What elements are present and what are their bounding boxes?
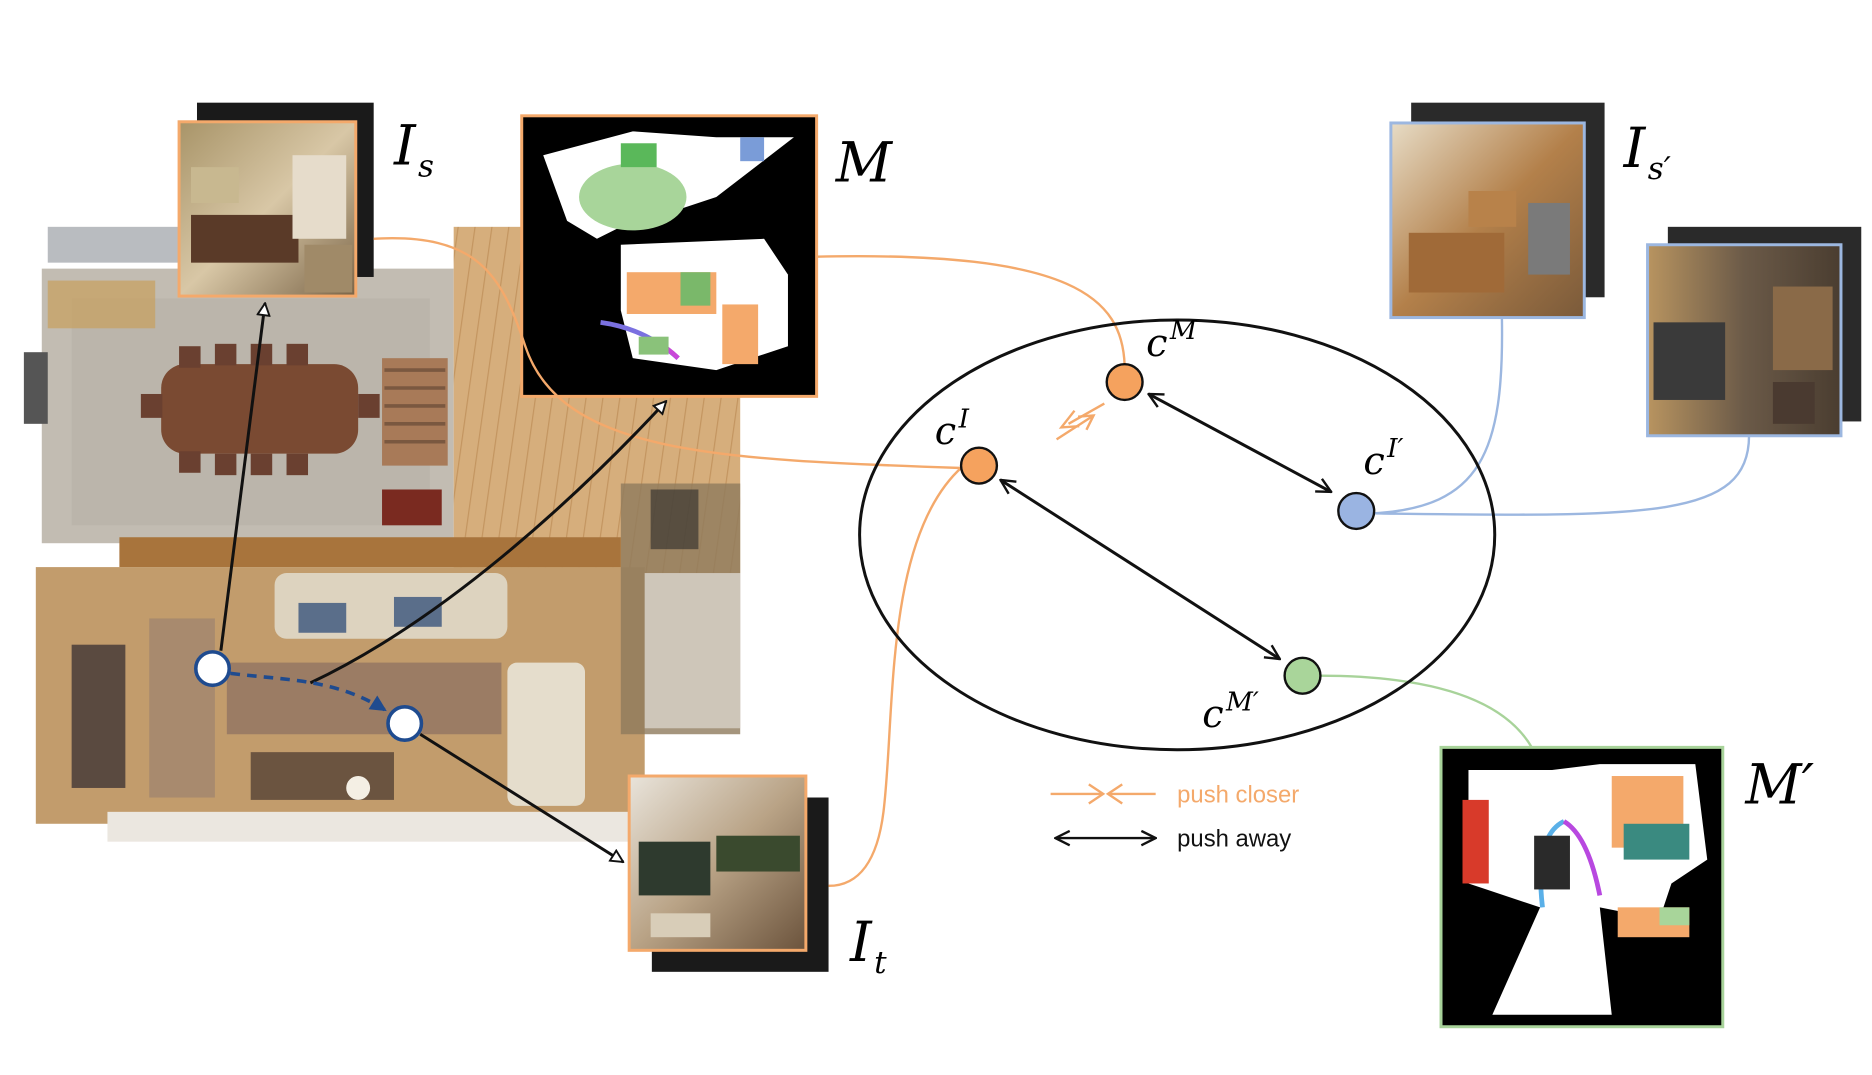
legend-push-closer-label: push closer [1177, 781, 1299, 808]
i-t-image [627, 774, 829, 972]
label-i-s-prime: Is′ [1623, 116, 1671, 187]
legend-push-away-label: push away [1177, 825, 1291, 852]
c-i-prime-node [1337, 491, 1376, 531]
start-node [194, 650, 232, 688]
end-node [386, 704, 424, 742]
arrow-to-i-t [419, 732, 623, 864]
trajectory-arrow [230, 671, 387, 712]
i-s-to-ci-connector [373, 237, 962, 470]
c-i-node [959, 446, 999, 485]
label-i-t: It [849, 910, 887, 981]
push-away-ci-cm-prime [1000, 480, 1279, 659]
rug [149, 618, 215, 798]
label-i-s: Is [393, 114, 434, 185]
label-m: M [835, 130, 894, 194]
legend: push closer push away [1050, 781, 1299, 852]
i-s-prime-to-ci-prime-connector [1372, 317, 1504, 515]
m-prime-semantic-map [1439, 745, 1725, 1029]
cm-prime-to-m-prime-connector [1319, 674, 1533, 748]
push-closer-arrow-b [1067, 402, 1105, 425]
i-t-to-ci-connector [828, 465, 964, 888]
c-m-prime-node [1283, 656, 1322, 695]
label-m-prime: M′ [1744, 752, 1814, 816]
push-away-cm-ci-prime [1149, 392, 1332, 494]
dining-table [161, 364, 359, 454]
i-s-image [177, 102, 374, 298]
c-m-node [1105, 362, 1144, 402]
i-s-prime-second-image [1646, 226, 1862, 438]
m-to-cm-connector [816, 254, 1126, 366]
arrow-to-i-s [219, 303, 265, 651]
m-semantic-map [520, 114, 819, 398]
second-image-to-ci-prime-connector [1372, 435, 1751, 516]
embedding-space-ellipse [858, 318, 1497, 752]
i-s-prime-image [1389, 102, 1605, 320]
arrow-to-m [309, 401, 666, 685]
